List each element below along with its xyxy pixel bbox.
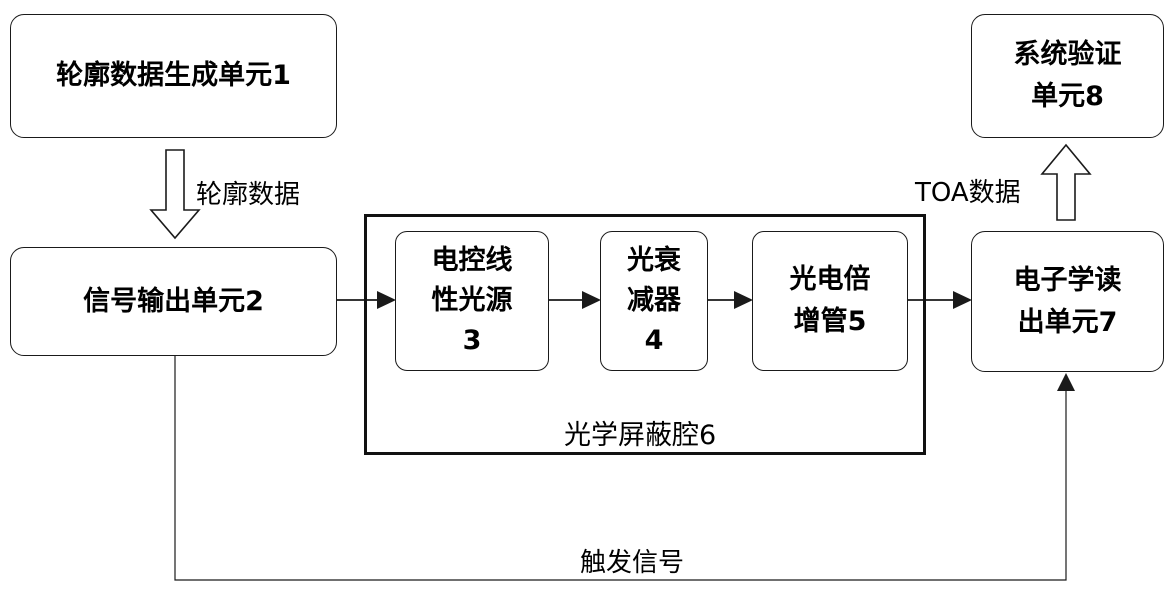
trigger-signal-label: 触发信号: [580, 548, 685, 578]
signal-output-unit: 信号输出单元2: [10, 247, 337, 356]
trigger-signal-path: [174, 355, 1067, 581]
optical-shielding-cavity: [364, 214, 926, 455]
system-verification-unit: 系统验证 单元8: [971, 14, 1164, 138]
unit3-line1: 电控线: [431, 245, 513, 276]
hollow-arrow-up-toa-data: [1040, 143, 1092, 221]
unit5-line2: 增管5: [793, 306, 867, 337]
unit8-line2: 单元8: [1031, 81, 1104, 112]
unit3-line2: 性光源: [431, 285, 513, 316]
cavity-label: 光学屏蔽腔6: [564, 420, 717, 451]
electronics-readout-unit: 电子学读 出单元7: [971, 231, 1164, 372]
arrow-u2-to-u3-head: [377, 291, 396, 309]
unit4-line3: 4: [644, 325, 664, 356]
optical-attenuator: 光衰 减器 4: [600, 231, 708, 371]
hollow-arrow-down-contour-data: [149, 149, 201, 240]
arrow-u4-to-u5-head: [734, 291, 753, 309]
electrically-controlled-linear-light-source: 电控线 性光源 3: [395, 231, 549, 371]
unit7-line2: 出单元7: [1017, 306, 1118, 338]
arrow-u3-to-u4-head: [582, 291, 601, 309]
contour-data-label: 轮廓数据: [196, 180, 301, 210]
arrow-u5-to-u7-head: [953, 291, 972, 309]
trigger-signal-arrow-head: [1057, 373, 1075, 391]
unit8-line1: 系统验证: [1013, 39, 1122, 70]
photomultiplier-tube: 光电倍 增管5: [752, 231, 908, 371]
unit3-line3: 3: [462, 325, 482, 356]
unit2-label: 信号输出单元2: [83, 285, 264, 317]
unit5-line1: 光电倍: [789, 264, 871, 295]
unit4-line2: 减器: [627, 285, 681, 316]
unit4-line1: 光衰: [627, 245, 681, 276]
toa-data-label: TOA数据: [915, 178, 1021, 208]
contour-data-generation-unit: 轮廓数据生成单元1: [10, 14, 337, 138]
unit1-label: 轮廓数据生成单元1: [56, 60, 291, 91]
unit7-line1: 电子学读: [1013, 264, 1122, 296]
